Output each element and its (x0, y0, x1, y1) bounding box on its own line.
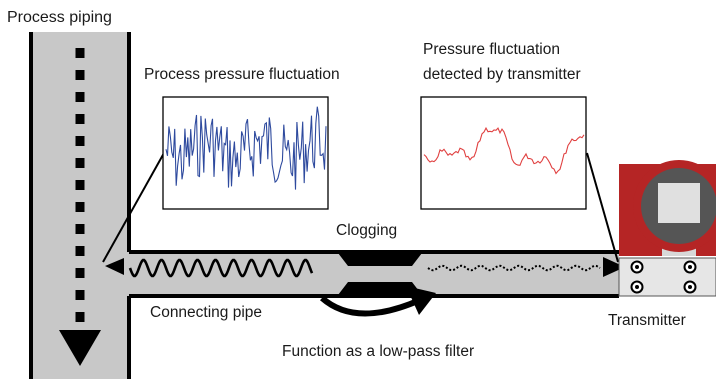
bolt-icon (630, 260, 697, 294)
process-piping-label: Process piping (7, 9, 112, 26)
left-arrow-icon (105, 258, 124, 275)
right-arrow-icon (603, 257, 625, 277)
connecting-pipe-label: Connecting pipe (150, 304, 262, 321)
raw-pressure-wave (128, 258, 314, 278)
process-pressure-label: Process pressure fluctuation (144, 66, 340, 83)
process-pressure-graph (162, 96, 329, 210)
curved-arrow-icon (320, 286, 436, 317)
detected-pressure-label-line1: Pressure fluctuation (423, 41, 560, 58)
transmitter (618, 160, 716, 297)
transmitter-label: Transmitter (608, 312, 686, 329)
detected-pressure-label-line2: detected by transmitter (423, 66, 581, 83)
down-arrow-icon (59, 48, 101, 366)
pointer-to-transmitter (586, 152, 619, 263)
clogging-constriction (338, 253, 422, 266)
low-pass-filter-label: Function as a low-pass filter (282, 343, 474, 360)
connecting-pipe (129, 250, 619, 298)
clogging-label: Clogging (336, 222, 397, 239)
pointer-to-process (102, 152, 165, 263)
filtered-pressure-wave (427, 264, 601, 272)
detected-pressure-graph (420, 96, 587, 210)
